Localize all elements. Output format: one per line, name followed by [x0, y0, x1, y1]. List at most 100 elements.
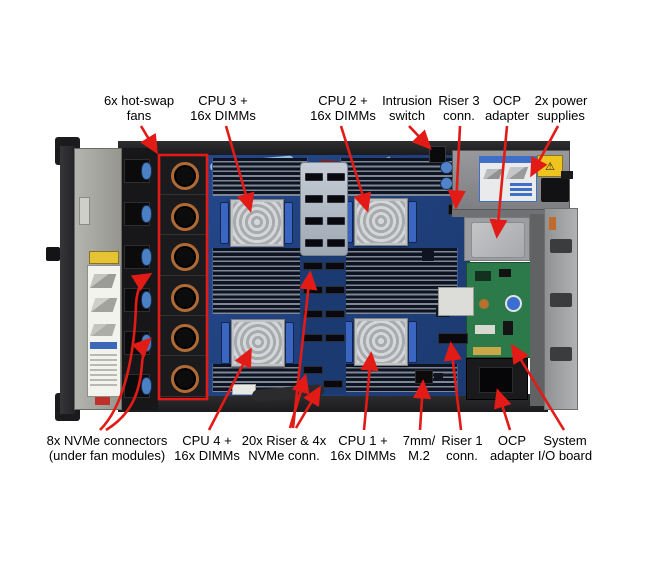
riser-connector [325, 334, 345, 342]
arrow-riser-nvme-1 [291, 270, 318, 429]
dimm-latch [285, 322, 294, 364]
fan-module [159, 155, 207, 195]
label-intrusion-switch: Intrusion switch [382, 93, 432, 123]
white-connector [475, 325, 495, 334]
rail-latch [550, 239, 572, 253]
arrow-riser1 [443, 341, 463, 431]
arrow-cpu1 [360, 351, 379, 431]
riser-connector [325, 310, 345, 318]
service-label [87, 265, 121, 397]
rail-latch [550, 347, 572, 361]
psu-ac-connector [541, 178, 569, 202]
chip [475, 271, 491, 281]
fan-bay-outline [157, 153, 209, 401]
drive-latch-blue-tab [141, 162, 152, 180]
front-panel [74, 148, 122, 410]
front-flange [60, 146, 75, 414]
arrow-m2 [412, 379, 432, 431]
riser-connector [327, 173, 345, 181]
nvme-connector [303, 366, 323, 374]
label-cpu1: CPU 1 + 16x DIMMs [330, 433, 396, 463]
drive-latch-blue-tab [141, 377, 152, 395]
dimm-latch [221, 322, 230, 364]
arrow-fans [139, 125, 159, 155]
copper-coil [479, 299, 489, 309]
label-cpu3: CPU 3 + 16x DIMMs [190, 93, 256, 123]
label-riser1-conn: Riser 1 conn. [441, 433, 483, 463]
arrow-cpu3 [224, 125, 255, 213]
drive-latch-blue-tab [141, 248, 152, 266]
nvme-connector [323, 380, 343, 388]
label-7mm-m2: 7mm/ M.2 [402, 433, 436, 463]
riser-connector [327, 239, 345, 247]
arrow-intrusion [408, 125, 432, 150]
riser-connector [303, 262, 323, 270]
label-cpu2: CPU 2 + 16x DIMMs [310, 93, 376, 123]
psu-label-rows [510, 183, 532, 197]
fan-icon [171, 203, 199, 231]
arrow-sysio [510, 343, 566, 431]
arrow-psu [530, 125, 560, 178]
arrow-riser3 [447, 125, 466, 210]
rail-latch [550, 293, 572, 307]
fan-module [159, 276, 207, 316]
arrow-cpu4 [207, 347, 252, 431]
riser-connector [305, 195, 323, 203]
arrow-ocp-top [489, 125, 509, 239]
center-connector-field [300, 256, 346, 394]
riser-connector [327, 217, 345, 225]
dimm-latch [284, 202, 293, 244]
center-air-baffle [300, 162, 348, 256]
psu-tab [561, 171, 573, 179]
dimm-latch [408, 201, 417, 243]
front-release-tab [46, 247, 60, 261]
label-hot-swap-fans: 6x hot-swap fans [103, 93, 175, 123]
service-label-lines [90, 354, 117, 388]
arrow-riser-nvme-3 [294, 385, 321, 429]
fan-icon [171, 365, 199, 393]
arrow-cpu2 [339, 125, 372, 213]
front-small-label [79, 197, 90, 225]
label-nvme-connectors: 8x NVMe connectors (under fan modules) [46, 433, 168, 463]
dimm-bank-mid-left [212, 248, 308, 314]
riser-connector [305, 239, 323, 247]
riser-connector [303, 310, 323, 318]
riser-connector [305, 173, 323, 181]
label-riser-nvme-conn: 20x Riser & 4x NVMe conn. [241, 433, 327, 463]
blue-capacitor [505, 295, 522, 312]
motherboard [208, 155, 470, 403]
riser-connector [325, 262, 345, 270]
chip [422, 251, 434, 261]
label-ocp-adapter-bottom: OCP adapter [489, 433, 535, 463]
dimm-bank-top-left [212, 158, 308, 196]
fan-module [159, 195, 207, 235]
chassis-floor-strip [530, 214, 544, 406]
riser-connector [325, 286, 345, 294]
arrow-riser-nvme-2 [288, 373, 310, 429]
service-label-blue-strip [90, 342, 117, 349]
m2-connector [434, 373, 443, 381]
fan-icon [171, 243, 199, 271]
power-supply: ⚠ [452, 150, 573, 210]
dimm-latch [408, 321, 417, 363]
rail-sticker-orange [549, 217, 556, 230]
chip [499, 269, 511, 277]
system-io-board [466, 262, 534, 358]
psu-label-header [480, 157, 536, 163]
drive-latch-blue-tab [141, 205, 152, 223]
label-riser3-conn: Riser 3 conn. [438, 93, 480, 123]
warning-strip [89, 251, 119, 264]
riser-connector [327, 195, 345, 203]
label-power-supplies: 2x power supplies [534, 93, 588, 123]
fan-module [159, 235, 207, 276]
fan-module [159, 316, 207, 356]
label-system-io-board: System I/O board [537, 433, 593, 463]
fan-icon [171, 284, 199, 312]
front-red-sticker [95, 397, 110, 405]
fan-icon [171, 162, 199, 190]
psu-label [479, 156, 537, 202]
chip [503, 321, 513, 335]
fan-bay [158, 154, 208, 398]
